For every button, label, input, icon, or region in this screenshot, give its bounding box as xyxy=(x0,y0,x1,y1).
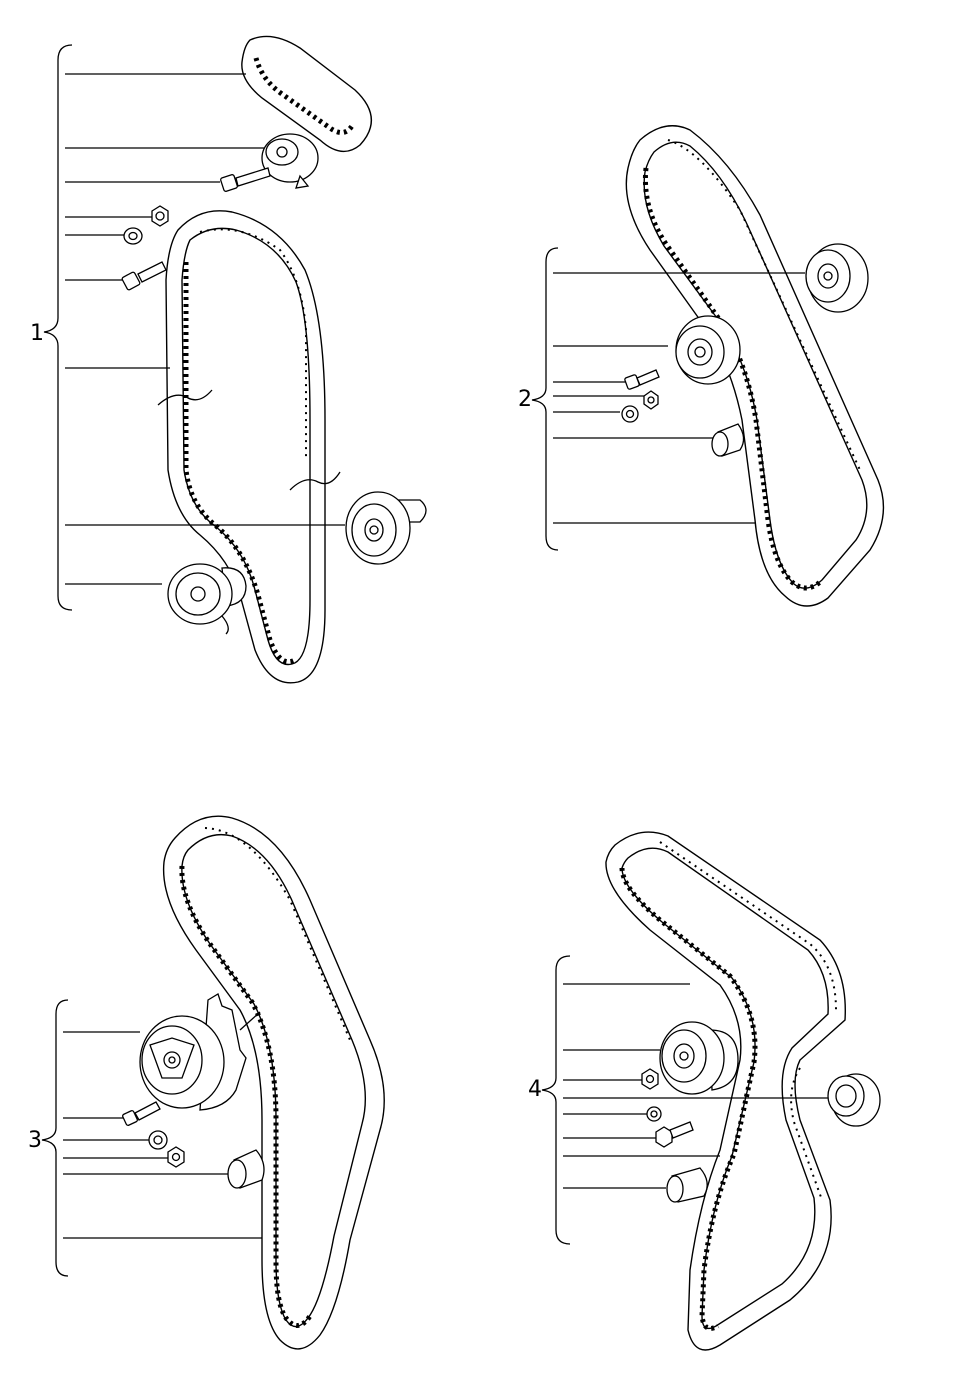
nut xyxy=(641,1068,659,1090)
timing-belt-3 xyxy=(162,815,385,1350)
washer xyxy=(646,1106,662,1122)
timing-belt-1 xyxy=(157,210,341,684)
idler-pulley-1 xyxy=(345,491,427,565)
tensioner-pulley-small xyxy=(261,133,319,189)
group-label-3: 3 xyxy=(28,1128,42,1153)
timing-belt-4 xyxy=(605,831,846,1351)
bracket-2 xyxy=(531,247,559,551)
washer xyxy=(123,227,143,245)
bolt xyxy=(121,261,167,291)
bracket-1 xyxy=(43,44,73,611)
tensioner-pulley-3 xyxy=(139,993,261,1111)
washer xyxy=(621,405,639,423)
idler-pulley-2 xyxy=(805,243,869,313)
spacer-sleeve xyxy=(711,423,745,457)
tensioner-pulley-1 xyxy=(167,563,247,635)
tensioner-pulley-4 xyxy=(659,1021,739,1095)
nut xyxy=(167,1146,185,1168)
group-1: 1 xyxy=(30,35,427,684)
bolt xyxy=(220,167,271,192)
bracket-3 xyxy=(41,999,69,1277)
nut xyxy=(151,205,169,227)
washer xyxy=(148,1130,168,1150)
group-label-2: 2 xyxy=(518,387,532,412)
group-4: 4 xyxy=(528,831,881,1351)
idler-pulley-4 xyxy=(827,1073,881,1127)
nut xyxy=(643,390,659,410)
tensioner-pulley-2 xyxy=(675,315,741,385)
group-label-4: 4 xyxy=(528,1077,542,1102)
group-label-1: 1 xyxy=(30,321,44,346)
bolt xyxy=(624,369,660,390)
spacer-sleeve xyxy=(666,1167,708,1203)
bolt xyxy=(655,1121,694,1148)
group-2: 2 xyxy=(518,125,885,607)
bracket-4 xyxy=(541,955,571,1245)
accessory-belt xyxy=(241,35,373,153)
bolt xyxy=(122,1101,161,1126)
group-3: 3 xyxy=(28,815,385,1350)
spacer-sleeve xyxy=(227,1149,265,1189)
timing-belt-2 xyxy=(625,125,885,607)
